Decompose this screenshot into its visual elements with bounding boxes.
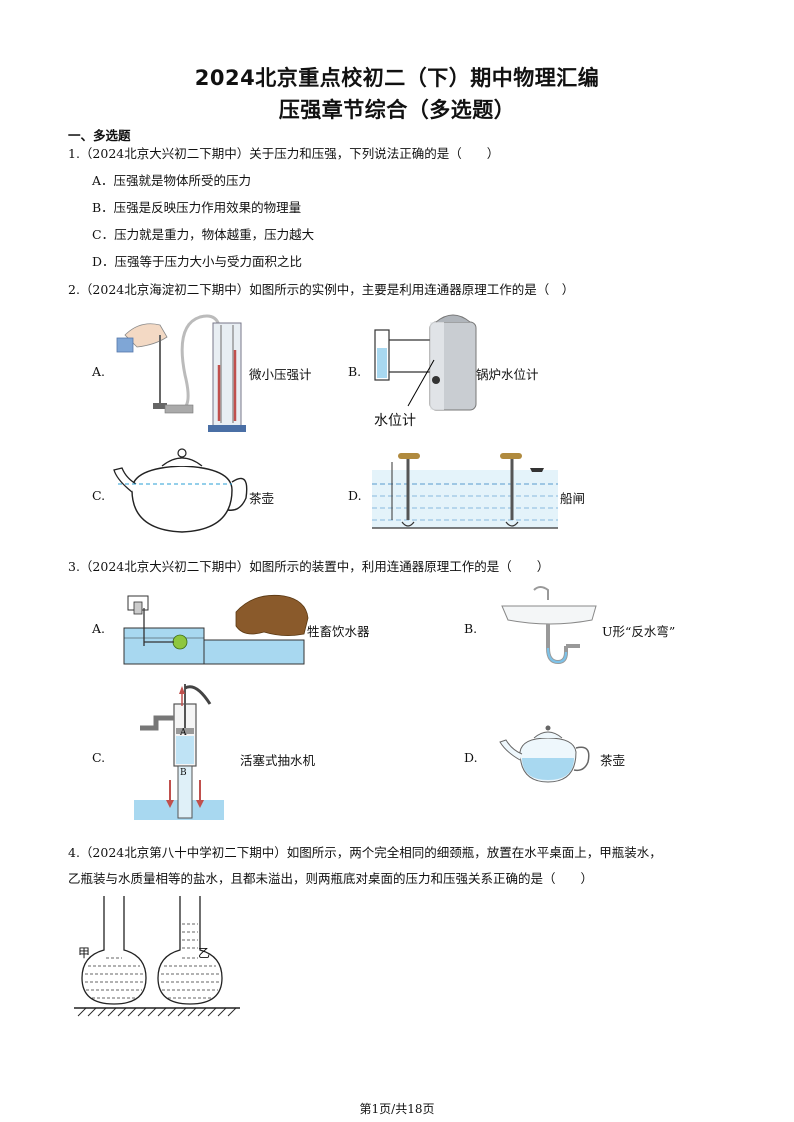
q2-option-a-caption: 微小压强计	[249, 367, 312, 382]
question-4-stem-line2: 乙瓶装与水质量相等的盐水，且都未溢出，则两瓶底对桌面的压力和压强关系正确的是（ …	[68, 871, 594, 886]
q2-shiplock-figure	[372, 453, 558, 529]
q2-option-d-letter: D.	[348, 488, 362, 503]
question-1-option-a: A．压强就是物体所受的压力	[92, 173, 252, 188]
q3-pump-label-b: B	[180, 768, 187, 778]
q3-option-b-letter: B.	[464, 621, 478, 636]
q2-option-d-caption: 船闸	[560, 491, 586, 506]
q2-manometer-figure	[116, 314, 246, 432]
q3-option-c-caption: 活塞式抽水机	[240, 753, 316, 768]
page-subtitle: 压强章节综合（多选题）	[278, 98, 516, 122]
q3-pump-label-a: A	[180, 728, 187, 738]
question-1-stem: 1.（2024北京大兴初二下期中）关于压力和压强，下列说法正确的是（ ）	[68, 146, 500, 161]
q3-option-c-letter: C.	[92, 750, 106, 765]
question-3-stem: 3.（2024北京大兴初二下期中）如图所示的装置中，利用连通器原理工作的是（ ）	[68, 559, 550, 574]
q3-piston-pump-figure	[134, 684, 224, 820]
page-footer: 第1页/共18页	[359, 1102, 435, 1116]
q2-option-a-letter: A.	[92, 364, 106, 379]
q2-teapot-figure	[113, 448, 248, 533]
q2-boiler-figure	[374, 314, 477, 411]
q3-livestock-drinker-figure	[123, 594, 309, 665]
q2-water-gauge-label: 水位计	[374, 413, 416, 429]
q4-flask-label-yi: 乙	[198, 946, 211, 960]
question-1-option-b: B．压强是反映压力作用效果的物理量	[92, 200, 302, 215]
question-1-option-c: C．压力就是重力，物体越重，压力越大	[92, 227, 315, 242]
section-heading: 一、多选题	[68, 128, 131, 143]
question-1-option-d: D．压强等于压力大小与受力面积之比	[92, 254, 303, 269]
q2-option-c-letter: C.	[92, 488, 106, 503]
q3-sink-trap-figure	[501, 586, 597, 665]
page-title: 2024北京重点校初二（下）期中物理汇编	[194, 66, 600, 90]
question-2-stem: 2.（2024北京海淀初二下期中）如图所示的实例中，主要是利用连通器原理工作的是…	[68, 282, 575, 297]
q2-option-b-caption: 锅炉水位计	[476, 367, 539, 382]
q4-flasks-figure	[74, 896, 240, 1017]
q2-option-b-letter: B.	[348, 364, 362, 379]
question-4-stem-line1: 4.（2024北京第八十中学初二下期中）如图所示，两个完全相同的细颈瓶，放置在水…	[68, 845, 662, 860]
q3-teapot-figure	[499, 725, 590, 783]
q3-option-d-letter: D.	[464, 750, 478, 765]
q3-option-d-caption: 茶壶	[600, 753, 626, 768]
q4-flask-label-jia: 甲	[78, 946, 91, 960]
q3-option-a-caption: 牲畜饮水器	[307, 624, 370, 639]
q3-option-a-letter: A.	[92, 621, 106, 636]
q2-option-c-caption: 茶壶	[249, 491, 275, 506]
q3-option-b-caption: U形“反水弯”	[602, 624, 676, 639]
